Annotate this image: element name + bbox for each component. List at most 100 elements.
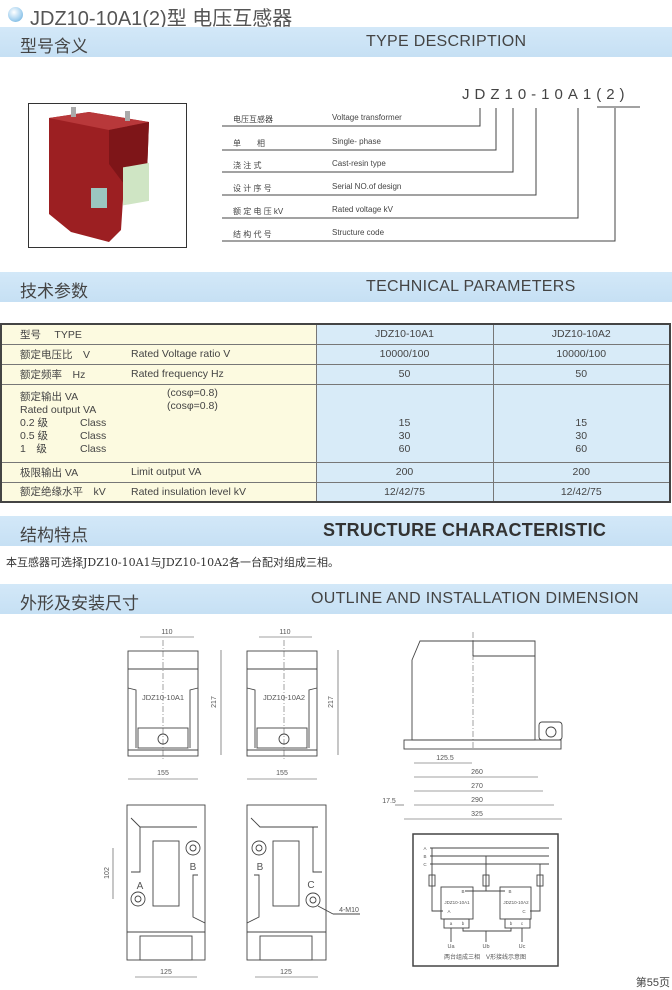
dimension-label: 217 — [328, 696, 335, 708]
side-view — [403, 632, 563, 750]
table-cell: 10000/100 — [315, 343, 494, 365]
dimension-label: 260 — [471, 769, 483, 776]
type-row-cn: 单 相 — [233, 139, 265, 148]
table-cell: (cosφ=0.8) — [167, 399, 218, 412]
class-label: 0.2 级 — [20, 416, 49, 429]
front-view-a2 — [246, 640, 318, 760]
terminal-label: c — [521, 921, 524, 926]
table-cell: 200 — [492, 461, 671, 483]
table-cell: 60 — [398, 442, 411, 455]
table-cell: (cosφ=0.8) — [167, 386, 218, 399]
section-title-cn: 结构特点 — [20, 526, 88, 545]
section-title-cn: 外形及安装尺寸 — [20, 594, 139, 613]
section-structure: 结构特点 STRUCTURE CHARACTERISTIC — [0, 516, 672, 546]
table-cell: 10000/100 — [492, 343, 671, 365]
type-legend-lines — [222, 106, 640, 242]
section-title-cn: 技术参数 — [20, 282, 88, 301]
model-label: JDZ10-10A1 — [142, 693, 184, 702]
type-row-cn: 额 定 电 压 kV — [233, 207, 284, 216]
class-label: Class — [80, 416, 107, 429]
structure-description: 本互感器可选择JDZ10-10A1与JDZ10-10A2各一台配对组成三相。 — [6, 556, 340, 569]
table-cell: 极限输出 VA — [0, 461, 131, 483]
section-type-description: 型号含义 TYPE DESCRIPTION — [0, 27, 672, 57]
dimension-label: 155 — [276, 770, 288, 777]
type-row-cn: 电压互感器 — [233, 115, 273, 124]
bullet-circle-icon — [8, 7, 23, 22]
terminal-label: A — [137, 881, 144, 892]
dimension-label: 102 — [104, 867, 111, 879]
front-view-a1 — [127, 640, 199, 760]
section-technical-parameters: 技术参数 TECHNICAL PARAMETERS — [0, 272, 672, 302]
model-label: JDZ10-10A2 — [503, 900, 529, 905]
table-row: 额定频率 Hz Rated frequency Hz 50 50 — [0, 363, 671, 385]
table-cell: Rated output VA — [20, 403, 97, 416]
page-number: 第55页 — [635, 977, 670, 989]
type-row-en: Structure code — [332, 228, 385, 237]
table-cell: 15 — [575, 416, 588, 429]
type-row-cn: 结 构 代 号 — [233, 230, 272, 239]
product-photo — [28, 103, 187, 248]
output-label: Ub — [482, 944, 489, 950]
type-row-en: Single- phase — [332, 137, 381, 146]
outline-drawings: 110 110 155 155 217 217 JDZ10-10A1 JDZ10… — [104, 629, 563, 978]
table-cell: JDZ10-10A2 — [492, 323, 671, 345]
table-cell: 60 — [575, 442, 588, 455]
page-title: JDZ10-10A1(2)型 电压互感器 — [30, 8, 293, 30]
model-label: JDZ10-10A1 — [444, 900, 470, 905]
wire-label: B — [423, 854, 426, 859]
table-row: 额定电压比 V Rated Voltage ratio V 10000/100 … — [0, 343, 671, 365]
table-cell: 30 — [575, 429, 588, 442]
wire-label: C — [423, 862, 427, 867]
table-cell: JDZ10-10A1 — [315, 323, 494, 345]
section-title-en: TECHNICAL PARAMETERS — [366, 278, 576, 295]
table-cell: Rated insulation level kV — [131, 481, 317, 503]
table-cell: 额定输出 VA — [20, 390, 79, 403]
section-title-en: STRUCTURE CHARACTERISTIC — [323, 520, 607, 540]
wiring-diagram — [412, 833, 559, 967]
table-cell: 12/42/75 — [492, 481, 671, 503]
table-cell: 额定绝缘水平 kV — [0, 481, 131, 503]
section-title-en: TYPE DESCRIPTION — [366, 33, 527, 50]
output-label: Ua — [447, 944, 455, 950]
class-label: Class — [80, 429, 107, 442]
table-cell: 200 — [315, 461, 494, 483]
table-cell: Rated Voltage ratio V — [131, 343, 317, 365]
terminal-label: a — [450, 921, 453, 926]
table-cell: 12/42/75 — [315, 481, 494, 503]
terminal-label: b — [510, 921, 513, 926]
class-label: 0.5 级 — [20, 429, 49, 442]
terminal-label: B — [190, 862, 197, 873]
terminal-label: B — [461, 889, 464, 894]
type-row-en: Serial NO.of design — [332, 182, 402, 191]
terminal-label: A — [447, 909, 450, 914]
dimension-label: 270 — [471, 783, 483, 790]
table-row: 极限输出 VA Limit output VA 200 200 — [0, 461, 671, 483]
table-cell: 额定频率 Hz — [0, 363, 131, 385]
table-cell: 50 — [492, 363, 671, 385]
table-row: 额定绝缘水平 kV Rated insulation level kV 12/4… — [0, 481, 671, 503]
table-row: 额定输出 VA Rated output VA 0.2 级 Class 0.5 级… — [0, 383, 671, 463]
type-row-en: Cast-resin type — [332, 159, 386, 168]
type-row-cn: 浇 注 式 — [233, 161, 262, 170]
bottom-view-a1 — [126, 804, 206, 961]
model-label: JDZ10-10A2 — [263, 693, 305, 702]
class-label: 1 级 — [20, 442, 47, 455]
output-label: Uc — [519, 944, 526, 950]
type-row-cn: 设 计 序 号 — [233, 184, 272, 193]
terminal-label: C — [307, 880, 314, 891]
terminal-label: C — [522, 909, 526, 914]
table-cell: 15 — [398, 416, 411, 429]
terminal-label: B — [257, 862, 264, 873]
table-cell: 30 — [398, 429, 411, 442]
class-label: Class — [80, 442, 107, 455]
section-outline: 外形及安装尺寸 OUTLINE AND INSTALLATION DIMENSI… — [0, 584, 672, 614]
dimension-label: 325 — [471, 811, 483, 818]
section-title-en: OUTLINE AND INSTALLATION DIMENSION — [311, 590, 639, 607]
table-row: 型号 TYPE JDZ10-10A1 JDZ10-10A2 — [0, 323, 671, 345]
dimension-label: 290 — [471, 797, 483, 804]
dimension-label: 125.5 — [436, 755, 454, 762]
type-code: JDZ10-10A1(2) — [462, 86, 630, 103]
wire-label: A — [423, 846, 426, 851]
bottom-view-a2 — [246, 804, 360, 961]
table-cell: Rated frequency Hz — [131, 363, 317, 385]
